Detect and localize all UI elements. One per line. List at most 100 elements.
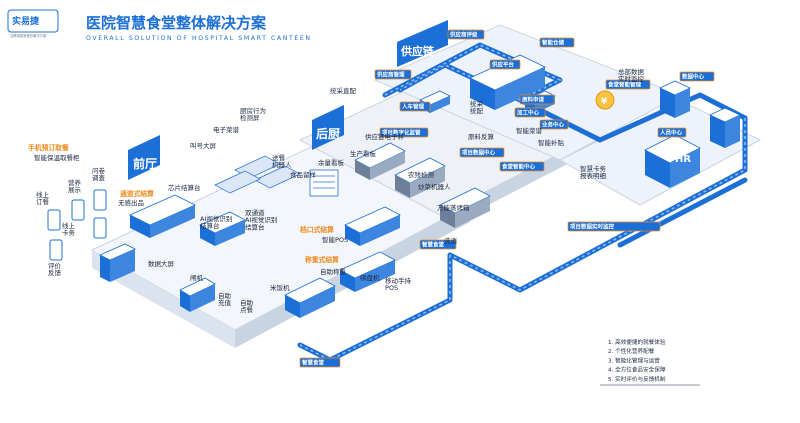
kitchen-stove-1 [394,157,446,198]
tag-t9-text: 食堂智能中心 [501,163,536,171]
label-l-production-board: 生产看板 [350,149,377,158]
label-l-kitchen-detect: 厨房行为检测屏 [240,106,266,122]
tag-t6-text: 食堂智能管理 [607,81,642,89]
tag-t12: 项目数字化监管 [379,127,429,138]
tag-t2: 供应商评级 [447,29,485,40]
conveyor-highlight [299,44,746,361]
checkout-counter-1 [129,194,196,238]
label-l-total-data: 总部数据实时监控 [618,67,645,83]
callout-weigh: 称重式结算 [305,255,339,264]
label-l-screen-left: 数据大屏 [148,259,175,268]
tag-t5: 数据中心 [679,71,715,82]
label-l-raw-trace: 原料反算 [468,132,495,141]
label-l-no-sense: 无感出品 [118,198,144,207]
label-l-pesticide: 农残检测 [408,170,435,179]
tag-t6: 食堂智能管理 [605,79,651,90]
tag-t8-text: 项目数据中心 [462,149,496,157]
zone-front-banner: 前厅 [128,135,160,180]
label-l-gate: 闸机 [190,273,204,282]
label-l-smart-subsidy: 智能补贴 [538,138,565,147]
phone-device-4 [49,239,63,261]
tag-boxes: 供应商管理供应商评级供应平台智能仓储数据中心食堂智能管理业务中心项目数据中心食堂… [299,29,715,368]
label-l-e-menu: 电子菜谱 [213,125,240,134]
logo-box [7,9,59,33]
tag-t8: 项目数据中心 [459,147,505,158]
label-l-self-recharge: 自助充值 [218,291,232,307]
tag-t15-text: 项目数据实时监控 [570,223,615,231]
tag-t10: 人员中心 [657,127,687,138]
tag-t12-text: 项目数字化监管 [382,129,421,137]
label-l-cook-robot: 炒菜机器人 [418,182,451,191]
front-hall-side [92,250,235,348]
callout-channel: 通道式结算 [120,189,154,198]
tag-t1: 供应商管理 [374,69,412,80]
kitchen-board [309,169,339,197]
label-l-line-order: 线上订餐 [36,190,50,206]
label-l-self-order: 自助点餐 [240,298,254,314]
zone-supply-banner: 供应链 [397,20,448,67]
zone-kitchen-label: 后厨 [316,126,340,141]
tag-t7-text: 业务中心 [542,121,565,129]
tag-t5-text: 数据中心 [682,73,705,81]
label-l-rice-machine: 米饭机 [270,283,290,292]
tag-t14-text: 加工中心 [516,109,540,117]
hr-building: HR [644,134,701,188]
phone-device-2 [71,199,85,221]
label-l-survey: 问卷调查 [92,166,106,182]
label-l-procure: 统采统配 [470,99,484,115]
orange-callouts: 手机预订取餐 智能保温取餐柜 通道式结算 档口式结算 称重式结算 [28,143,339,264]
callout-cabinet: 智能保温取餐柜 [34,153,80,162]
page-subtitle: OVERALL SOLUTION OF HOSPITAL SMART CANTE… [86,35,312,42]
label-l-food-sample: 食品留样 [290,170,317,179]
equipment-blocks: HR ¥ [47,54,741,318]
legend-item: 1. 高效便捷的就餐体验 [608,338,666,346]
label-l-supply-scale: 供应链电子秤 [365,132,405,141]
label-l-self-weigh: 自助称重 [320,267,347,276]
phone-device-1 [47,209,61,231]
tag-t17-text: 智慧食堂 [302,359,325,367]
gate-block [179,277,216,312]
dining-table-3 [214,170,261,194]
header: 实易捷 互联网智慧餐饮解决方案 医院智慧食堂整体解决方案 OVERALL SOL… [7,9,312,42]
svg-text:¥: ¥ [601,97,608,107]
zone-front-label: 前厅 [133,156,157,171]
label-l-big-screen: 叫号大屏 [190,141,217,150]
tag-t4-text: 智能仓储 [542,39,565,47]
label-l-steam-box: 万能蒸烤箱 [437,203,470,212]
tag-t2-text: 供应商评级 [449,31,478,39]
warehouse-block [469,54,546,110]
tag-t16: 智慧食堂 [419,239,457,250]
label-l-smart-pos: 智能POS [322,235,348,244]
server-rack-2 [659,80,691,118]
label-l-smart-menu: 智能菜谱 [516,126,543,135]
label-l-ai-checkout: AI视觉识别结算台 [200,214,232,230]
label-l-evaluation: 评价反馈 [48,262,62,277]
legend-item: 2. 个性化营养配餐 [608,347,655,355]
logo-text: 实易捷 [12,15,40,27]
label-l-direct-purchase: 统采直配 [330,86,357,95]
coin-icon: ¥ [595,90,615,110]
tag-t15: 项目数据实时监控 [567,221,661,232]
label-l-smart-card: 智慧卡务报表明细 [580,164,607,180]
label-l-delivery-robot: 送餐机器人 [272,153,292,169]
tag-t17: 智慧食堂 [299,357,341,368]
page-title: 医院智慧食堂整体解决方案 [86,14,267,32]
callout-mobile-order: 手机预订取餐 [28,143,69,152]
label-l-wash: 洗消 [444,236,458,245]
label-l-line-card: 线上卡务 [62,221,76,237]
zone-kitchen-banner: 后厨 [312,105,344,150]
kitchen-stove-2 [439,187,491,228]
tag-t16-text: 智慧食堂 [422,241,445,249]
label-l-chip-checkout: 芯片结算台 [168,183,201,192]
zone-supply-label: 供应链 [400,44,435,58]
server-rack-1 [709,107,741,148]
callout-counter: 档口式结算 [299,225,334,234]
checkout-counter-2 [199,211,246,246]
tag-t7: 业务中心 [539,119,569,130]
svg-text:HR: HR [675,154,691,165]
tag-t11-text: 人车管理 [402,103,425,111]
